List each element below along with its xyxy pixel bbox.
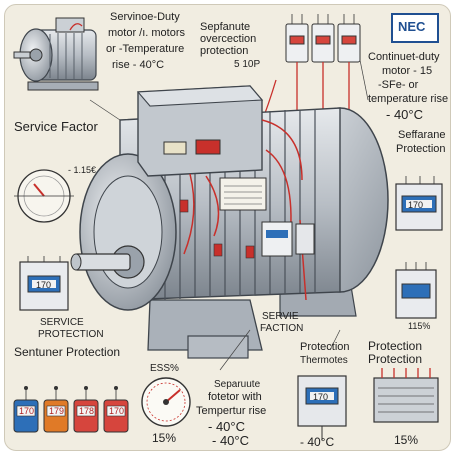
continuous-duty-5: - 40°C (386, 107, 423, 122)
separate-overcurrent-3: protection (200, 45, 249, 57)
overload-value-2: 179 (49, 406, 65, 416)
protection-protection-1: Protection (368, 339, 423, 353)
continuous-duty-4: temperature rise (368, 93, 449, 105)
separate-motor-5: - 40°C (212, 433, 249, 448)
overload-value-4: 170 (109, 406, 125, 416)
code-510p: 5 10P (234, 59, 261, 70)
separate-motor-1: Separuute (214, 379, 261, 390)
servince-duty-label: Servinoe-Duty (110, 11, 180, 23)
relay-icon (395, 176, 443, 319)
nec-badge (391, 13, 439, 43)
separate-overcurrent-1: Sepfanute (200, 21, 251, 33)
bottom-right-percent: 15% (394, 433, 419, 447)
relay-icon (245, 14, 361, 221)
terminal-block-icon (373, 368, 439, 423)
relay-icon (19, 256, 69, 311)
separate-motor-2: fotetor with (208, 391, 262, 403)
motor-label: motor /ı. motors (108, 27, 186, 39)
right-percent: 115% (408, 321, 431, 331)
protection-thermo-1: Protection (300, 341, 350, 353)
continuous-duty-3: -SFe- or (378, 79, 419, 91)
or-temperature-label: or -Temperature (106, 43, 185, 55)
overload-relay-icon (13, 386, 129, 433)
separate-overcurrent-2: overcection (200, 33, 257, 45)
esti-label: ESS% (150, 363, 179, 374)
relay-icon (297, 375, 347, 440)
separate-protection-right-2: Protection (396, 143, 446, 155)
continuous-duty-1: Continuet-duty (368, 51, 440, 63)
gauge-icon (141, 377, 191, 427)
separate-protection-right-1: Seffarane (398, 129, 446, 141)
service-factor-left-label: Service Factor (14, 119, 98, 134)
protection-protection-2: Protection (368, 352, 423, 366)
separate-motor-4: - 40°C (208, 419, 245, 434)
sentuner-protection-label: Sentuner Protection (14, 345, 121, 359)
left-relay-value: 170 (36, 280, 52, 290)
service-protection-1: SERVICE (40, 317, 84, 328)
overload-value-1: 170 (19, 406, 35, 416)
service-protection-2: PROTECTION (38, 329, 104, 340)
gauge-icon (14, 169, 74, 223)
service-faction-1: SERVIE (262, 311, 299, 322)
protection-thermo-2: Thermotes (300, 355, 348, 366)
sf-value-label: - 1.15€ (68, 165, 97, 175)
rise-label: rise - 40°C (112, 59, 165, 71)
continuous-duty-2: motor - 15 (382, 65, 433, 77)
overload-value-3: 178 (79, 406, 95, 416)
small-motor-icon (13, 17, 99, 91)
nec-label: NEC (398, 19, 426, 34)
gauge-percent-label: 15% (152, 431, 177, 445)
bottom-relay-value: 170 (313, 392, 329, 402)
right-relay-value: 170 (408, 200, 424, 210)
separate-motor-3: Tempertur rise (196, 405, 267, 417)
service-faction-2: FACTION (260, 323, 304, 334)
motor-icon (70, 85, 389, 359)
protection-thermo-3: - 40°C (300, 435, 335, 449)
